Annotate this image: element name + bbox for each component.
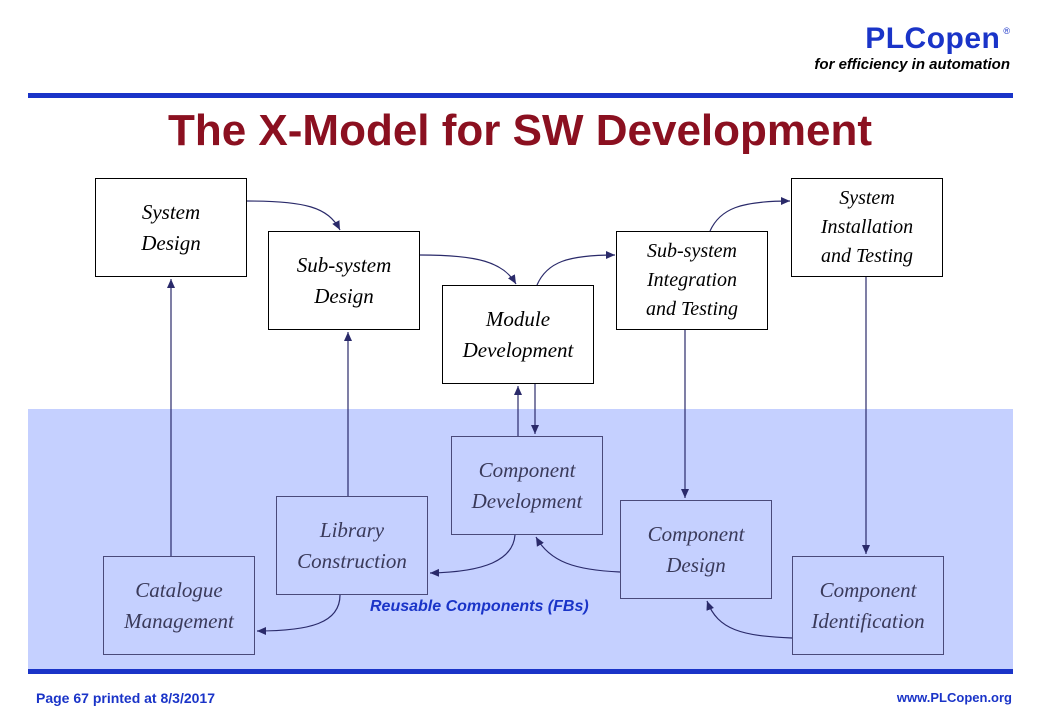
box-label: Catalogue Management bbox=[124, 578, 234, 633]
arrow-library-to-catalogue bbox=[256, 594, 341, 635]
arrow-module-to-integration bbox=[536, 251, 616, 286]
box-label: Component Identification bbox=[811, 578, 925, 633]
box-label: Module Development bbox=[462, 307, 574, 362]
box-catalogue-management: Catalogue Management bbox=[103, 556, 255, 655]
box-label: Component Design bbox=[647, 522, 745, 577]
box-subsystem-design: Sub-system Design bbox=[268, 231, 420, 330]
brand-block: PLCopen® for efficiency in automation bbox=[814, 22, 1010, 73]
arrow-compdesign-to-compdev bbox=[535, 536, 621, 573]
arrow-subsystem-to-module bbox=[419, 254, 517, 285]
brand-tagline: for efficiency in automation bbox=[814, 56, 1010, 73]
box-label: Library Construction bbox=[297, 518, 407, 573]
page-title: The X-Model for SW Development bbox=[167, 106, 873, 155]
arrow-integration-to-installation bbox=[709, 197, 791, 232]
footer-page-info: Page 67 printed at 8/3/2017 bbox=[36, 690, 215, 706]
reusable-components-label: Reusable Components (FBs) bbox=[370, 598, 589, 615]
footer-url: www.PLCopen.org bbox=[896, 690, 1012, 705]
box-component-development: Component Development bbox=[451, 436, 603, 535]
box-component-identification: Component Identification bbox=[792, 556, 944, 655]
box-label: Sub-system Design bbox=[296, 253, 392, 308]
box-module-development: Module Development bbox=[442, 285, 594, 384]
box-subsystem-integration: Sub-system Integration and Testing bbox=[616, 231, 768, 330]
box-label: Component Development bbox=[471, 458, 583, 513]
footer-rule bbox=[28, 669, 1013, 674]
box-label: System Installation and Testing bbox=[820, 187, 914, 267]
registered-mark: ® bbox=[1003, 26, 1010, 36]
box-label: System Design bbox=[141, 200, 201, 255]
arrow-compdev-to-library bbox=[429, 534, 516, 577]
brand-logo-text: PLCopen bbox=[865, 22, 1001, 55]
header-rule bbox=[28, 93, 1013, 98]
arrow-system-to-subsystem-design bbox=[246, 200, 341, 231]
box-library-construction: Library Construction bbox=[276, 496, 428, 595]
box-label: Sub-system Integration and Testing bbox=[645, 240, 739, 320]
box-system-design: System Design bbox=[95, 178, 247, 277]
box-system-installation: System Installation and Testing bbox=[791, 178, 943, 277]
box-component-design: Component Design bbox=[620, 500, 772, 599]
arrow-identification-to-compdesign bbox=[706, 600, 793, 639]
